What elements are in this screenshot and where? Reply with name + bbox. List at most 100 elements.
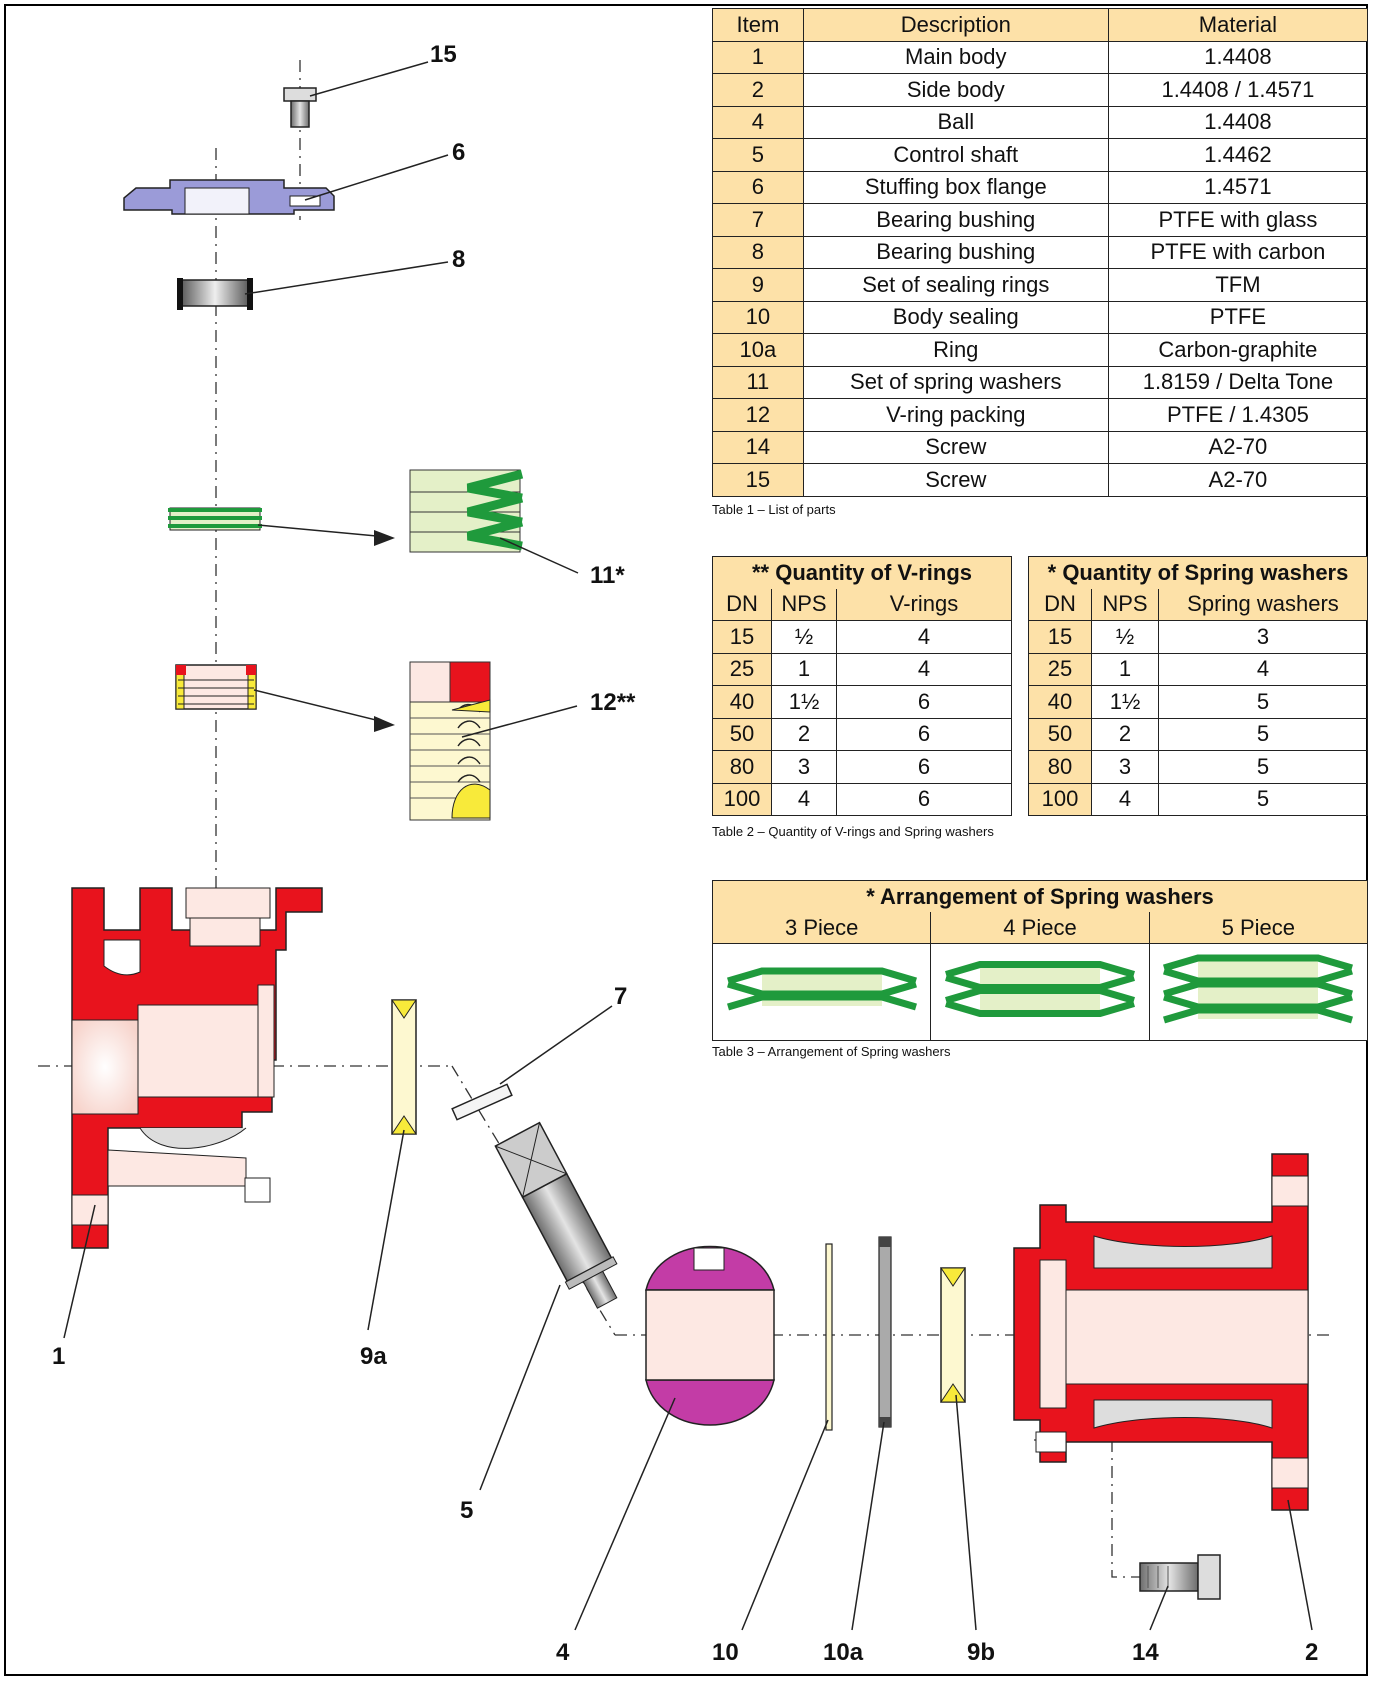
table-cell: Ball bbox=[802, 105, 1109, 139]
col-description: Description bbox=[802, 8, 1109, 42]
table-cell: ½ bbox=[1091, 620, 1159, 654]
table-cell: 4 bbox=[771, 782, 837, 816]
drawing-frame bbox=[4, 4, 1368, 1676]
screw-14 bbox=[1139, 1554, 1221, 1600]
table-cell: 1.4408 / 1.4571 bbox=[1107, 73, 1369, 107]
table-cell: PTFE bbox=[1107, 300, 1369, 334]
washer-fill bbox=[761, 972, 882, 1006]
table-cell: Screw bbox=[802, 463, 1109, 497]
table-cell: Carbon-graphite bbox=[1107, 333, 1369, 367]
col-material: Material bbox=[1107, 8, 1369, 42]
table-cell: 6 bbox=[836, 717, 1012, 751]
table-cell: Ring bbox=[802, 333, 1109, 367]
col-dn: DN bbox=[1028, 588, 1092, 621]
ball-4 bbox=[645, 1245, 775, 1426]
arrangement-3-piece bbox=[711, 943, 932, 1041]
leader-11 bbox=[499, 537, 579, 574]
table-cell: 2 bbox=[712, 73, 804, 107]
table-cell: TFM bbox=[1107, 268, 1369, 302]
table-cell: Control shaft bbox=[802, 138, 1109, 172]
callout-14: 14 bbox=[1132, 1639, 1159, 1666]
arrow-12 bbox=[253, 689, 389, 724]
spring-washer bbox=[1163, 980, 1354, 998]
callout-7: 7 bbox=[614, 983, 627, 1010]
table-cell: 10a bbox=[712, 333, 804, 367]
spring-washer bbox=[944, 961, 1135, 978]
table-cell: Set of sealing rings bbox=[802, 268, 1109, 302]
table-cell: 1½ bbox=[1091, 685, 1159, 719]
table-cell: 4 bbox=[836, 652, 1012, 686]
spring-washer-stack-small bbox=[168, 507, 262, 531]
spring-washer bbox=[726, 967, 917, 985]
table-cell: 6 bbox=[836, 750, 1012, 784]
spring-washers-quantity-table: * Quantity of Spring washers DN NPS Spri… bbox=[1028, 556, 1368, 816]
table-cell: 15 bbox=[712, 620, 772, 654]
table-cell: 50 bbox=[712, 717, 772, 751]
spring-washer bbox=[726, 993, 917, 1011]
table-cell: 1.8159 / Delta Tone bbox=[1107, 365, 1369, 399]
table1-caption: Table 1 – List of parts bbox=[712, 502, 836, 517]
table-cell: 1.4408 bbox=[1107, 40, 1369, 74]
v-rings-quantity-table: ** Quantity of V-rings DN NPS V-rings 15… bbox=[712, 556, 1012, 816]
callout-11: 11* bbox=[590, 562, 625, 589]
table-cell: 80 bbox=[712, 750, 772, 784]
callout-2: 2 bbox=[1305, 1639, 1318, 1666]
table-cell: Screw bbox=[802, 430, 1109, 464]
table-cell: 5 bbox=[1158, 685, 1368, 719]
table-cell: 8 bbox=[712, 235, 804, 269]
arrangement-table: * Arrangement of Spring washers 3 Piece … bbox=[711, 880, 1369, 1041]
table3-caption: Table 3 – Arrangement of Spring washers bbox=[712, 1044, 951, 1059]
table-cell: ½ bbox=[771, 620, 837, 654]
table-cell: 1.4462 bbox=[1107, 138, 1369, 172]
table-cell: A2-70 bbox=[1107, 463, 1369, 497]
side-body-2 bbox=[1013, 1153, 1309, 1511]
table-cell: 80 bbox=[1028, 750, 1092, 784]
table-cell: 3 bbox=[1158, 620, 1368, 654]
body-sealing-10 bbox=[825, 1243, 833, 1431]
table-cell: 5 bbox=[1158, 750, 1368, 784]
table-cell: 40 bbox=[712, 685, 772, 719]
callout-10a: 10a bbox=[823, 1639, 864, 1666]
arrowhead-11 bbox=[374, 530, 395, 546]
arrowhead-12 bbox=[374, 716, 395, 732]
spring-washer bbox=[944, 987, 1135, 1004]
callout-6: 6 bbox=[452, 139, 465, 166]
v-rings-title: ** Quantity of V-rings bbox=[712, 556, 1012, 589]
table-cell: 100 bbox=[1028, 782, 1092, 816]
callout-8: 8 bbox=[452, 246, 465, 273]
table-cell: 14 bbox=[712, 430, 804, 464]
screw-15 bbox=[283, 87, 317, 128]
stuffing-box-flange-6 bbox=[123, 179, 335, 215]
table-cell: 11 bbox=[712, 365, 804, 399]
table-cell: 5 bbox=[1158, 782, 1368, 816]
table-cell: 7 bbox=[712, 203, 804, 237]
ring-10a bbox=[878, 1236, 892, 1428]
table-cell: 1 bbox=[712, 40, 804, 74]
table-cell: PTFE with glass bbox=[1107, 203, 1369, 237]
arrangement-5-piece bbox=[1148, 943, 1369, 1041]
col-spring-washers: Spring washers bbox=[1158, 588, 1368, 621]
col-v-rings: V-rings bbox=[836, 588, 1012, 621]
arrangement-4-piece bbox=[930, 943, 1150, 1041]
sealing-ring-9b bbox=[940, 1267, 966, 1403]
col-nps: NPS bbox=[1091, 588, 1159, 621]
table-cell: 3 bbox=[1091, 750, 1159, 784]
table-cell: 6 bbox=[712, 170, 804, 204]
col-nps: NPS bbox=[771, 588, 837, 621]
col-item: Item bbox=[712, 8, 804, 42]
callout-9a: 9a bbox=[360, 1343, 387, 1370]
